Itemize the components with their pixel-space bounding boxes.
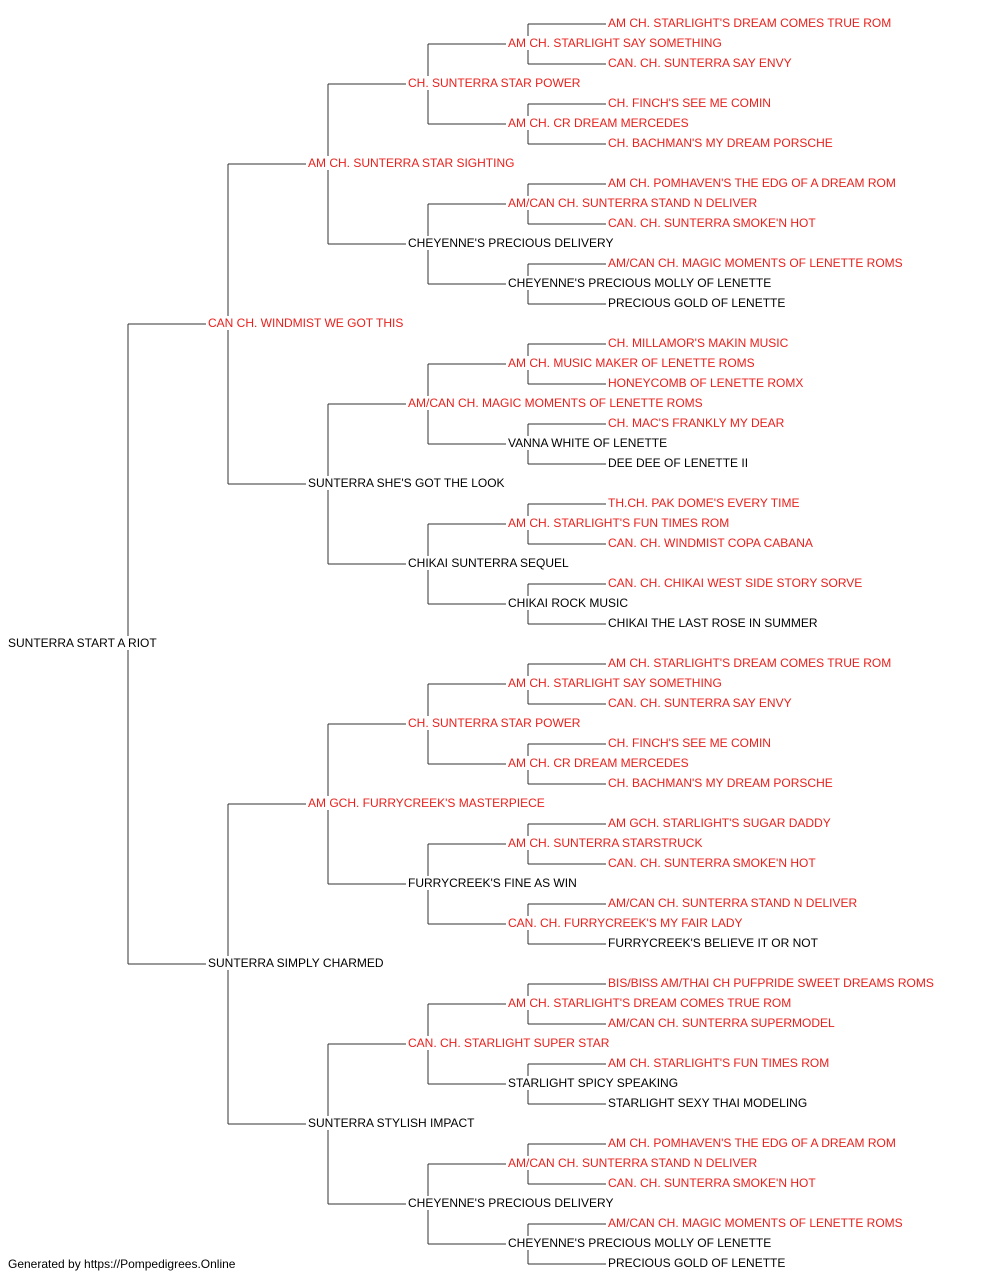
pedigree-name-dam-sire-dam-dam-sire: AM/CAN CH. SUNTERRA STAND N DELIVER: [608, 896, 860, 910]
pedigree-name-dam-dam-sire-sire-dam: AM/CAN CH. SUNTERRA SUPERMODEL: [608, 1016, 837, 1030]
pedigree-name-sire-sire-dam-sire-sire: AM CH. POMHAVEN'S THE EDG OF A DREAM ROM: [608, 176, 898, 190]
pedigree-name-sire-sire-dam-dam: CHEYENNE'S PRECIOUS MOLLY OF LENETTE: [508, 276, 774, 290]
pedigree-name-sire-dam-sire-dam-dam: DEE DEE OF LENETTE II: [608, 456, 751, 470]
pedigree-name-sire-sire-sire: CH. SUNTERRA STAR POWER: [408, 76, 583, 90]
pedigree-name-dam-sire-sire-sire-dam: CAN. CH. SUNTERRA SAY ENVY: [608, 696, 794, 710]
pedigree-name-dam-sire-dam: FURRYCREEK'S FINE AS WIN: [408, 876, 579, 890]
pedigree-name-dam-sire-sire-sire-sire: AM CH. STARLIGHT'S DREAM COMES TRUE ROM: [608, 656, 894, 670]
pedigree-name-sire-dam-dam-sire-sire: TH.CH. PAK DOME'S EVERY TIME: [608, 496, 802, 510]
pedigree-name-dam-dam: SUNTERRA STYLISH IMPACT: [308, 1116, 477, 1130]
pedigree-name-dam-dam-dam-dam: CHEYENNE'S PRECIOUS MOLLY OF LENETTE: [508, 1236, 774, 1250]
pedigree-name-dam-sire-dam-sire: AM CH. SUNTERRA STARSTRUCK: [508, 836, 705, 850]
pedigree-name-dam-dam-dam-sire-sire: AM CH. POMHAVEN'S THE EDG OF A DREAM ROM: [608, 1136, 898, 1150]
pedigree-name-dam-sire-dam-sire-dam: CAN. CH. SUNTERRA SMOKE'N HOT: [608, 856, 818, 870]
pedigree-name-dam-sire-sire-dam-dam: CH. BACHMAN'S MY DREAM PORSCHE: [608, 776, 835, 790]
pedigree-name-sire-sire-dam-dam-sire: AM/CAN CH. MAGIC MOMENTS OF LENETTE ROMS: [608, 256, 905, 270]
pedigree-name-sire: CAN CH. WINDMIST WE GOT THIS: [208, 316, 406, 330]
pedigree-name-dam-dam-sire-sire-sire: BIS/BISS AM/THAI CH PUFPRIDE SWEET DREAM…: [608, 976, 936, 990]
pedigree-name-dam-sire-sire-sire: AM CH. STARLIGHT SAY SOMETHING: [508, 676, 724, 690]
pedigree-name-sire-dam-dam-sire-dam: CAN. CH. WINDMIST COPA CABANA: [608, 536, 815, 550]
pedigree-name-sire-sire: AM CH. SUNTERRA STAR SIGHTING: [308, 156, 517, 170]
pedigree-name-sire-dam-sire-sire-dam: HONEYCOMB OF LENETTE ROMX: [608, 376, 806, 390]
pedigree-name-sire-sire-sire-sire-sire: AM CH. STARLIGHT'S DREAM COMES TRUE ROM: [608, 16, 894, 30]
pedigree-name-dam-dam-sire-dam-dam: STARLIGHT SEXY THAI MODELING: [608, 1096, 810, 1110]
pedigree-name-sire-dam-sire-sire: AM CH. MUSIC MAKER OF LENETTE ROMS: [508, 356, 757, 370]
pedigree-name-dam-dam-sire-sire: AM CH. STARLIGHT'S DREAM COMES TRUE ROM: [508, 996, 794, 1010]
pedigree-name-dam-sire-dam-sire-sire: AM GCH. STARLIGHT'S SUGAR DADDY: [608, 816, 833, 830]
pedigree-name-dam-dam-dam-dam-dam: PRECIOUS GOLD OF LENETTE: [608, 1256, 788, 1270]
pedigree-name-dam-sire-dam-dam: CAN. CH. FURRYCREEK'S MY FAIR LADY: [508, 916, 745, 930]
pedigree-name-dam-dam-dam-dam-sire: AM/CAN CH. MAGIC MOMENTS OF LENETTE ROMS: [608, 1216, 905, 1230]
pedigree-name-sire-dam-dam-dam: CHIKAI ROCK MUSIC: [508, 596, 631, 610]
pedigree-name-sire-dam-sire: AM/CAN CH. MAGIC MOMENTS OF LENETTE ROMS: [408, 396, 705, 410]
pedigree-name-sire-sire-sire-dam-dam: CH. BACHMAN'S MY DREAM PORSCHE: [608, 136, 835, 150]
generated-by-footer: Generated by https://Pompedigrees.Online: [8, 1257, 236, 1271]
pedigree-name-sire-sire-sire-dam: AM CH. CR DREAM MERCEDES: [508, 116, 691, 130]
pedigree-name-sire-dam-sire-sire-sire: CH. MILLAMOR'S MAKIN MUSIC: [608, 336, 791, 350]
pedigree-name-sire-sire-sire-dam-sire: CH. FINCH'S SEE ME COMIN: [608, 96, 773, 110]
pedigree-name-sire-dam-sire-dam: VANNA WHITE OF LENETTE: [508, 436, 670, 450]
pedigree-name-dam-sire: AM GCH. FURRYCREEK'S MASTERPIECE: [308, 796, 547, 810]
pedigree-name-sire-sire-sire-sire: AM CH. STARLIGHT SAY SOMETHING: [508, 36, 724, 50]
pedigree-name-sire-dam-sire-dam-sire: CH. MAC'S FRANKLY MY DEAR: [608, 416, 787, 430]
pedigree-name-dam-dam-dam-sire: AM/CAN CH. SUNTERRA STAND N DELIVER: [508, 1156, 760, 1170]
pedigree-name-sire-sire-dam-sire: AM/CAN CH. SUNTERRA STAND N DELIVER: [508, 196, 760, 210]
pedigree-name-sire-dam-dam: CHIKAI SUNTERRA SEQUEL: [408, 556, 571, 570]
pedigree-name-dam-sire-dam-dam-dam: FURRYCREEK'S BELIEVE IT OR NOT: [608, 936, 820, 950]
pedigree-name-dam: SUNTERRA SIMPLY CHARMED: [208, 956, 386, 970]
pedigree-name-subject: SUNTERRA START A RIOT: [8, 636, 159, 650]
pedigree-name-sire-dam-dam-sire: AM CH. STARLIGHT'S FUN TIMES ROM: [508, 516, 732, 530]
pedigree-name-dam-sire-sire-dam: AM CH. CR DREAM MERCEDES: [508, 756, 691, 770]
pedigree-name-sire-dam: SUNTERRA SHE'S GOT THE LOOK: [308, 476, 507, 490]
pedigree-name-dam-dam-sire-dam: STARLIGHT SPICY SPEAKING: [508, 1076, 681, 1090]
pedigree-name-sire-sire-dam: CHEYENNE'S PRECIOUS DELIVERY: [408, 236, 616, 250]
pedigree-name-dam-dam-sire: CAN. CH. STARLIGHT SUPER STAR: [408, 1036, 612, 1050]
pedigree-name-dam-sire-sire: CH. SUNTERRA STAR POWER: [408, 716, 583, 730]
pedigree-name-dam-dam-sire-dam-sire: AM CH. STARLIGHT'S FUN TIMES ROM: [608, 1056, 832, 1070]
pedigree-name-dam-dam-dam: CHEYENNE'S PRECIOUS DELIVERY: [408, 1196, 616, 1210]
pedigree-name-sire-dam-dam-dam-dam: CHIKAI THE LAST ROSE IN SUMMER: [608, 616, 820, 630]
pedigree-name-sire-sire-sire-sire-dam: CAN. CH. SUNTERRA SAY ENVY: [608, 56, 794, 70]
pedigree-name-sire-dam-dam-dam-sire: CAN. CH. CHIKAI WEST SIDE STORY SORVE: [608, 576, 865, 590]
pedigree-name-sire-sire-dam-sire-dam: CAN. CH. SUNTERRA SMOKE'N HOT: [608, 216, 818, 230]
pedigree-name-dam-dam-dam-sire-dam: CAN. CH. SUNTERRA SMOKE'N HOT: [608, 1176, 818, 1190]
pedigree-name-sire-sire-dam-dam-dam: PRECIOUS GOLD OF LENETTE: [608, 296, 788, 310]
pedigree-name-dam-sire-sire-dam-sire: CH. FINCH'S SEE ME COMIN: [608, 736, 773, 750]
